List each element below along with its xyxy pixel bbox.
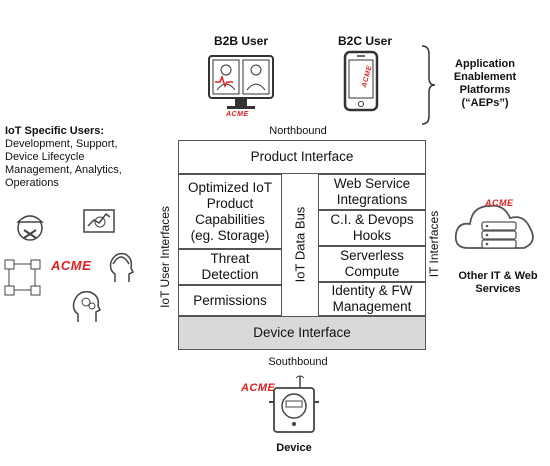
b2c-user-label: B2C User <box>337 34 393 48</box>
iot-users-description: Development, Support, Device Lifecycle M… <box>5 138 122 189</box>
permissions-box: Permissions <box>178 285 282 316</box>
workflow-icon <box>4 259 41 296</box>
thinking-head-icon <box>72 290 102 322</box>
analytics-icon <box>83 209 115 233</box>
brace-icon <box>421 45 436 125</box>
b2c-phone-icon <box>343 50 379 112</box>
identity-box: Identity & FW Management <box>318 282 426 316</box>
acme-logo-device: ACME <box>241 382 276 394</box>
other-services-label: Other IT & Web Services <box>458 270 538 295</box>
cloud-server-icon <box>454 204 534 249</box>
worker-icon <box>16 215 44 241</box>
device-meter-icon <box>269 375 319 433</box>
b2b-user-label: B2B User <box>213 34 269 48</box>
b2b-monitor-icon <box>208 55 274 109</box>
acme-logo-b2b: ACME <box>226 111 249 118</box>
iot-user-interfaces-label: IoT User Interfaces <box>158 206 172 308</box>
serverless-box: Serverless Compute <box>318 246 426 282</box>
aep-label: Application Enablement Platforms (“AEPs”… <box>453 58 517 109</box>
web-service-box: Web Service Integrations <box>318 174 426 210</box>
device-label: Device <box>276 442 312 454</box>
capabilities-box: Optimized IoT Product Capabilities (eg. … <box>178 174 282 249</box>
iot-users-title: IoT Specific Users: <box>5 125 105 137</box>
northbound-label: Northbound <box>269 125 327 137</box>
product-interface-box: Product Interface <box>178 140 426 174</box>
support-head-icon <box>109 252 135 282</box>
it-interfaces-label: IT Interfaces <box>427 210 441 278</box>
threat-detection-box: Threat Detection <box>178 249 282 285</box>
iot-data-bus-label: IoT Data Bus <box>292 206 308 283</box>
acme-logo-users: ACME <box>51 258 92 273</box>
southbound-label: Southbound <box>268 356 328 368</box>
device-interface-box: Device Interface <box>178 316 426 350</box>
acme-logo-cloud: ACME <box>485 198 514 208</box>
devops-box: C.I. & Devops Hooks <box>318 210 426 246</box>
